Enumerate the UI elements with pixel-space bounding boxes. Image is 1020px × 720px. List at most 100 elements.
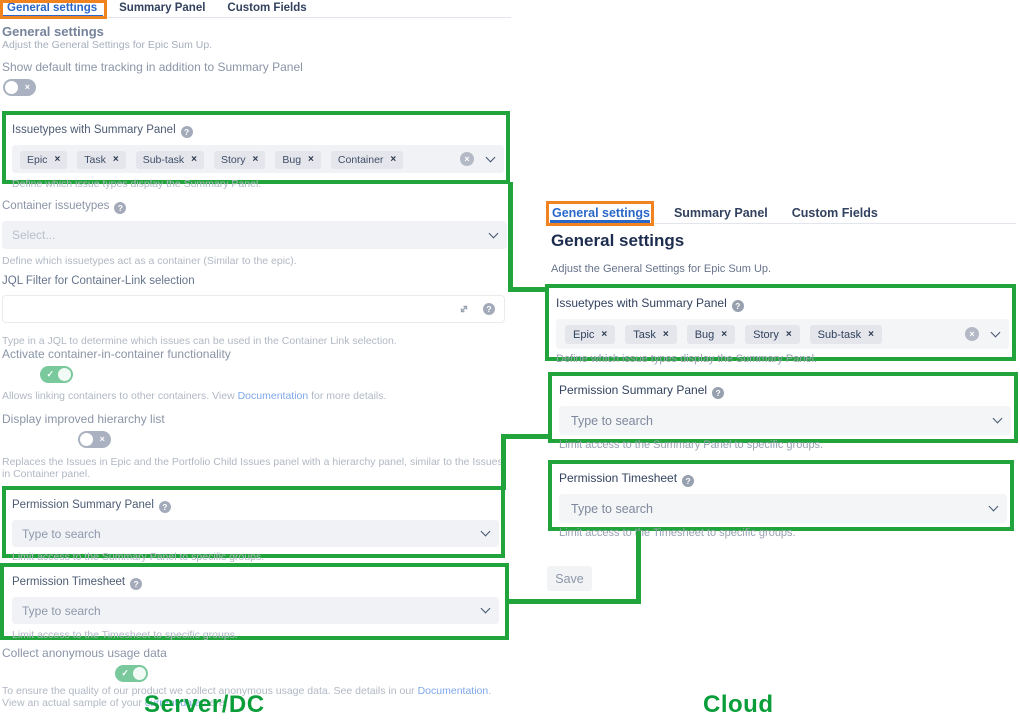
issuetype-tag: Epic× [20, 150, 68, 169]
active-tab-underline-cloud [550, 220, 650, 223]
highlight-box-perm-summary-cloud: Permission Summary Panel? Type to search… [548, 372, 1018, 451]
container-issuetypes-field: Container issuetypes? Select... Define w… [2, 196, 507, 267]
connector-perm-summary-horizontal [501, 434, 549, 439]
remove-tag-icon[interactable]: × [54, 153, 61, 165]
remove-tag-icon[interactable]: × [308, 153, 314, 165]
remove-tag-icon[interactable]: × [662, 328, 669, 340]
remove-tag-icon[interactable]: × [601, 328, 608, 340]
chevron-down-icon[interactable] [992, 413, 1003, 424]
issuetype-tag: Bug× [686, 325, 736, 344]
current-data-link[interactable]: current data [144, 697, 201, 709]
tab-divider-cloud [545, 222, 1016, 224]
help-icon[interactable]: ? [180, 126, 193, 139]
chevron-down-icon[interactable] [488, 228, 499, 239]
issuetype-tag-label: Task [84, 153, 106, 166]
remove-tag-icon[interactable]: × [191, 153, 197, 165]
hierarchy-list-label: Display improved hierarchy list [2, 412, 165, 426]
documentation-link[interactable]: Documentation [417, 685, 489, 697]
chevron-down-icon[interactable] [485, 152, 496, 163]
perm-summary-select-server[interactable]: Type to search [12, 520, 499, 548]
select-placeholder: Select... [12, 228, 56, 243]
perm-timesheet-select-cloud[interactable]: Type to search [559, 494, 1007, 524]
connector-perm-summary-vertical [501, 434, 506, 490]
toggle-knob-icon [79, 433, 93, 446]
help-icon[interactable]: ? [130, 578, 143, 591]
page-subtitle-cloud: Adjust the General Settings for Epic Sum… [551, 263, 772, 275]
perm-timesheet-label-server: Permission Timesheet [12, 576, 126, 588]
usage-data-helper: To ensure the quality of our product we … [2, 685, 513, 709]
remove-tag-icon[interactable]: × [252, 153, 259, 165]
caption-server-dc: Server/DC [144, 691, 265, 718]
help-icon[interactable]: ? [158, 501, 171, 514]
tab-summary-panel-cloud[interactable]: Summary Panel [673, 206, 768, 220]
issuetypes-select-server[interactable]: Epic×Task×Sub-task×Story×Bug×Container× … [12, 145, 504, 174]
remove-tag-icon[interactable]: × [390, 153, 397, 165]
toggle-knob-icon [58, 368, 72, 381]
perm-summary-select-cloud[interactable]: Type to search [559, 406, 1011, 436]
tab-general-settings-server[interactable]: General settings [7, 2, 98, 14]
toggle-knob-icon [5, 81, 18, 94]
issuetype-tag-label: Task [633, 328, 656, 341]
tab-summary-panel-server[interactable]: Summary Panel [119, 2, 206, 14]
issuetype-tag: Task × [625, 325, 677, 344]
help-icon[interactable]: ? [712, 387, 725, 400]
tab-divider-server [0, 16, 511, 18]
container-issuetypes-label: Container issuetypes [2, 200, 110, 212]
tab-custom-fields-server[interactable]: Custom Fields [227, 2, 307, 14]
help-icon[interactable]: ? [731, 300, 744, 313]
save-button[interactable]: Save [547, 566, 592, 591]
chevron-down-icon[interactable] [990, 327, 1001, 338]
container-in-container-label: Activate container-in-container function… [2, 347, 231, 361]
select-placeholder: Type to search [571, 413, 653, 428]
issuetype-tag: Sub-task× [135, 150, 204, 169]
hierarchy-list-helper: Replaces the Issues in Epic and the Port… [2, 456, 503, 480]
tab-bar-server: General settings Summary Panel Custom Fi… [7, 2, 307, 14]
jql-filter-helper: Type in a JQL to determine which issues … [2, 335, 397, 347]
clear-selection-icon[interactable]: × [965, 327, 979, 342]
connector-perm-timesheet-vertical [636, 531, 641, 604]
remove-tag-icon[interactable]: × [721, 328, 728, 340]
container-issuetypes-select[interactable]: Select... [2, 221, 507, 250]
tab-general-settings-cloud[interactable]: General settings [552, 206, 650, 220]
container-in-container-helper: Allows linking containers to other conta… [2, 390, 386, 402]
perm-summary-helper-cloud: Limit access to the Summary Panel to spe… [559, 439, 824, 452]
jql-filter-input[interactable] [2, 295, 505, 323]
issuetypes-helper-server: Define which issue types display the Sum… [12, 178, 262, 191]
annotation-box-tab-cloud [546, 201, 654, 226]
help-icon[interactable]: ? [114, 202, 127, 215]
issuetype-tag: Story× [745, 325, 800, 344]
jql-filter-label: JQL Filter for Container-Link selection [2, 275, 195, 287]
usage-data-toggle[interactable]: ✓ [115, 665, 149, 682]
clear-selection-icon[interactable]: × [460, 152, 474, 167]
remove-tag-icon[interactable]: × [112, 153, 119, 165]
issuetype-tag: Container× [330, 150, 404, 169]
page-title-server: General settings [2, 24, 104, 39]
chevron-down-icon[interactable] [480, 526, 491, 537]
tab-custom-fields-cloud[interactable]: Custom Fields [791, 206, 878, 220]
chevron-down-icon[interactable] [988, 501, 999, 512]
help-icon[interactable]: ? [483, 303, 495, 315]
perm-timesheet-select-server[interactable]: Type to search [12, 597, 499, 625]
chevron-down-icon[interactable] [480, 603, 491, 614]
help-icon[interactable]: ? [682, 475, 695, 488]
remove-tag-icon[interactable]: × [785, 328, 792, 340]
issuetype-tag: Task × [77, 150, 126, 169]
perm-summary-helper-server: Limit access to the Summary Panel to spe… [12, 551, 265, 564]
issuetype-tag-list-cloud: Epic×Task×Bug×Story×Sub-task× [565, 325, 892, 344]
helper-text: for more details. [308, 390, 387, 402]
helper-text: To ensure the quality of our product we … [2, 685, 418, 697]
issuetypes-label-server: Issuetypes with Summary Panel [12, 124, 176, 136]
expand-icon[interactable] [458, 303, 470, 315]
issuetypes-select-cloud[interactable]: Epic×Task×Bug×Story×Sub-task× × [556, 319, 1009, 350]
connector-issuetypes-horizontal [508, 287, 546, 292]
issuetype-tag: Sub-task× [809, 325, 882, 344]
time-tracking-toggle[interactable]: × [3, 79, 36, 96]
documentation-link[interactable]: Documentation [237, 390, 309, 402]
active-tab-underline-server [3, 14, 103, 17]
hierarchy-list-toggle[interactable]: × [77, 431, 111, 448]
remove-tag-icon[interactable]: × [868, 328, 874, 340]
perm-timesheet-label-cloud: Permission Timesheet [559, 471, 678, 485]
container-in-container-toggle[interactable]: ✓ [40, 366, 74, 383]
issuetype-tag: Story× [214, 150, 266, 169]
